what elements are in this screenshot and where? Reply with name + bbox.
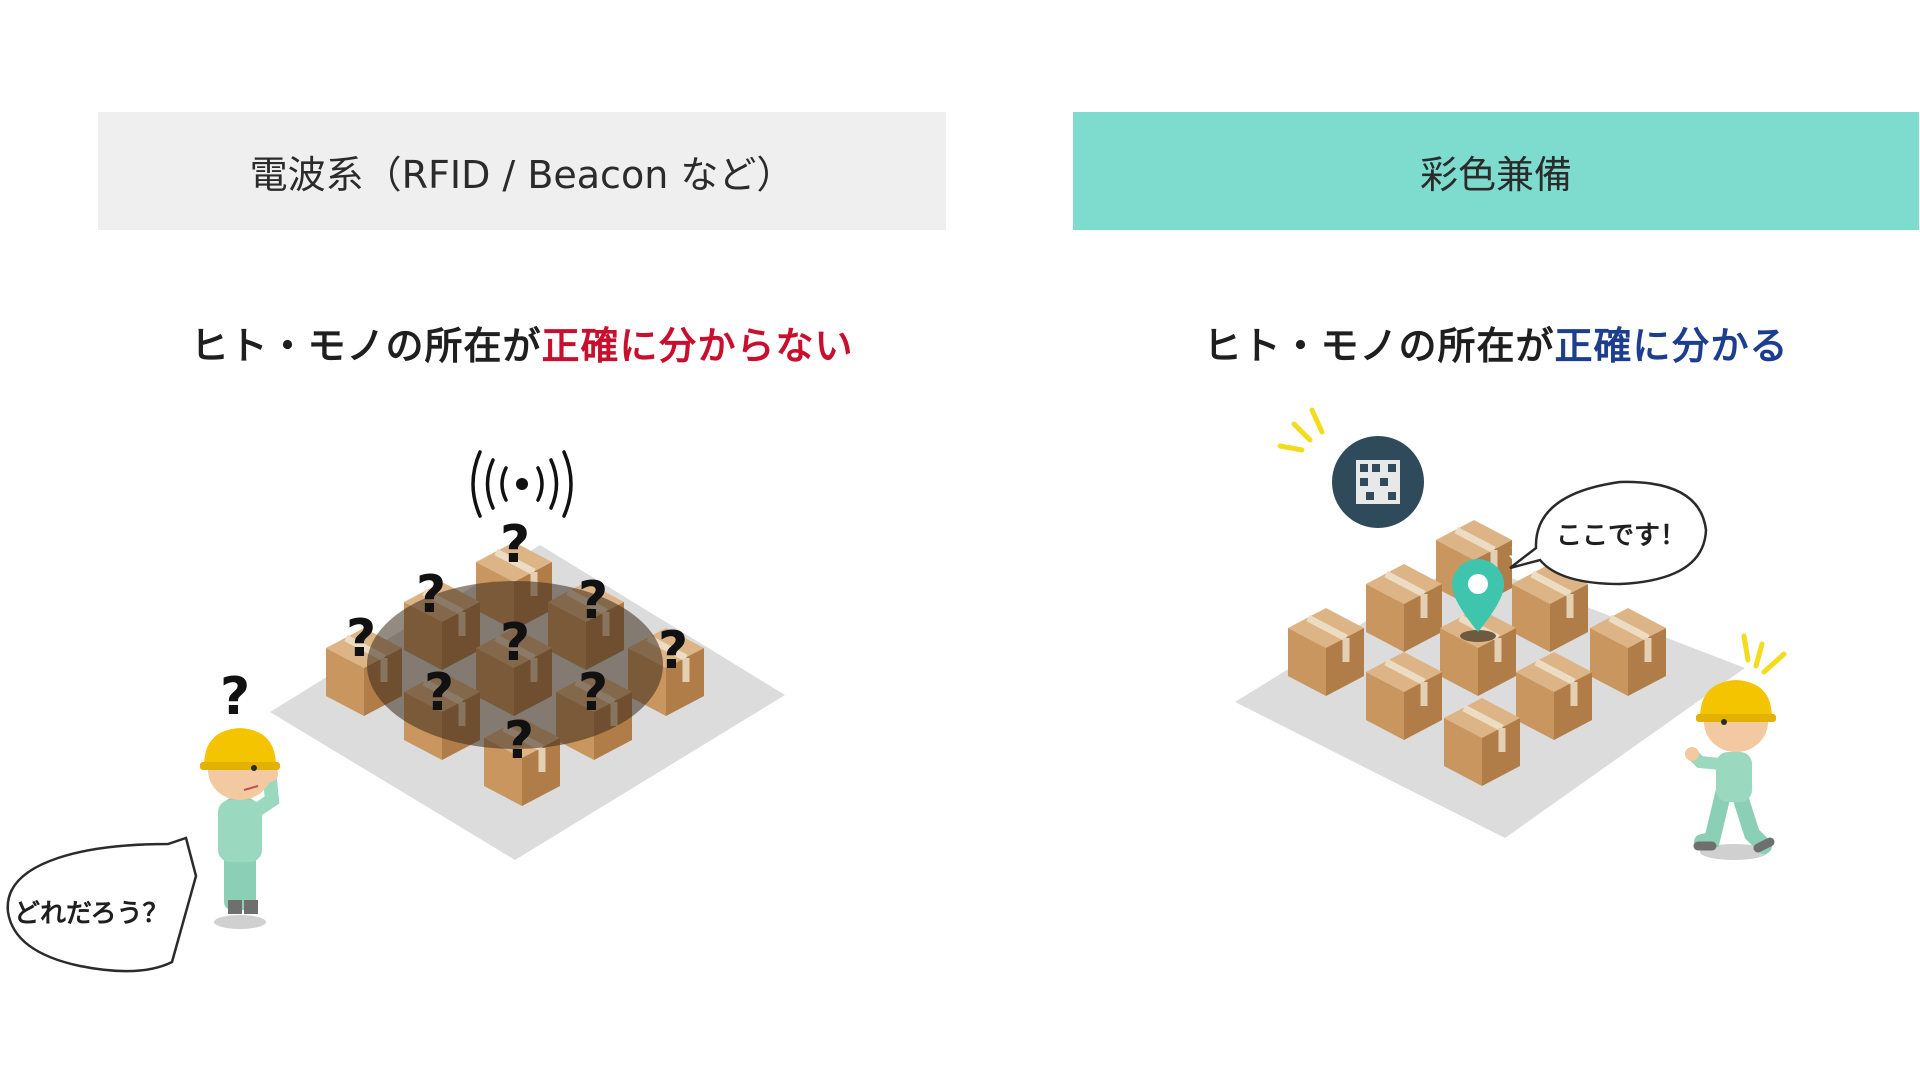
question-mark-icon: ? [220,667,250,727]
subtitle-right-highlight: 正確に分かる [1554,323,1789,368]
subtitle-right: ヒト・モノの所在が正確に分かる [1073,312,1919,372]
header-radio-method-label: 電波系（RFID / Beacon など） [249,152,795,197]
speech-bubble-left-text: どれだろう？ [14,899,168,929]
question-mark-icon: ? [500,613,530,673]
qr-code-icon [1332,436,1424,528]
speech-bubble-left: どれだろう？ [6,836,198,973]
question-mark-icon: ? [578,571,608,631]
question-mark-icons: ? ? ? ? ? ? ? ? ? ? [220,515,688,771]
question-mark-icon: ? [658,621,688,681]
speech-bubble-right-text: ここです！ [1556,521,1686,551]
location-pin-icon [1452,559,1504,632]
question-mark-icon: ? [504,711,534,771]
subtitle-left-plain: ヒト・モノの所在が [190,323,542,368]
highlight-spark-icon [1741,633,1787,675]
question-mark-icon: ? [346,609,376,669]
right-illustration: ここです！ [1235,407,1787,860]
subtitle-right-plain: ヒト・モノの所在が [1203,323,1555,368]
signal-range-ellipse [367,581,663,749]
worker-confused-icon [200,728,280,929]
worker-walking-icon [1685,680,1776,860]
highlight-spark-icon [1277,407,1325,453]
question-mark-icon: ? [416,565,446,625]
question-mark-icon: ? [500,515,530,575]
rfid-signal-icon [471,450,573,518]
location-ring [1460,630,1496,642]
header-saishoku-kenbi-label: 彩色兼備 [1419,152,1572,197]
header-radio-method: 電波系（RFID / Beacon など） [98,112,946,230]
left-illustration: ? ? ? ? ? ? ? ? ? ? どれだろう？ [6,450,785,973]
subtitle-left: ヒト・モノの所在が正確に分からない [98,312,946,372]
subtitle-left-highlight: 正確に分からない [541,323,854,368]
header-saishoku-kenbi: 彩色兼備 [1073,112,1919,230]
question-mark-icon: ? [424,663,454,723]
question-mark-icon: ? [578,663,608,723]
speech-bubble-right: ここです！ [1508,479,1708,586]
